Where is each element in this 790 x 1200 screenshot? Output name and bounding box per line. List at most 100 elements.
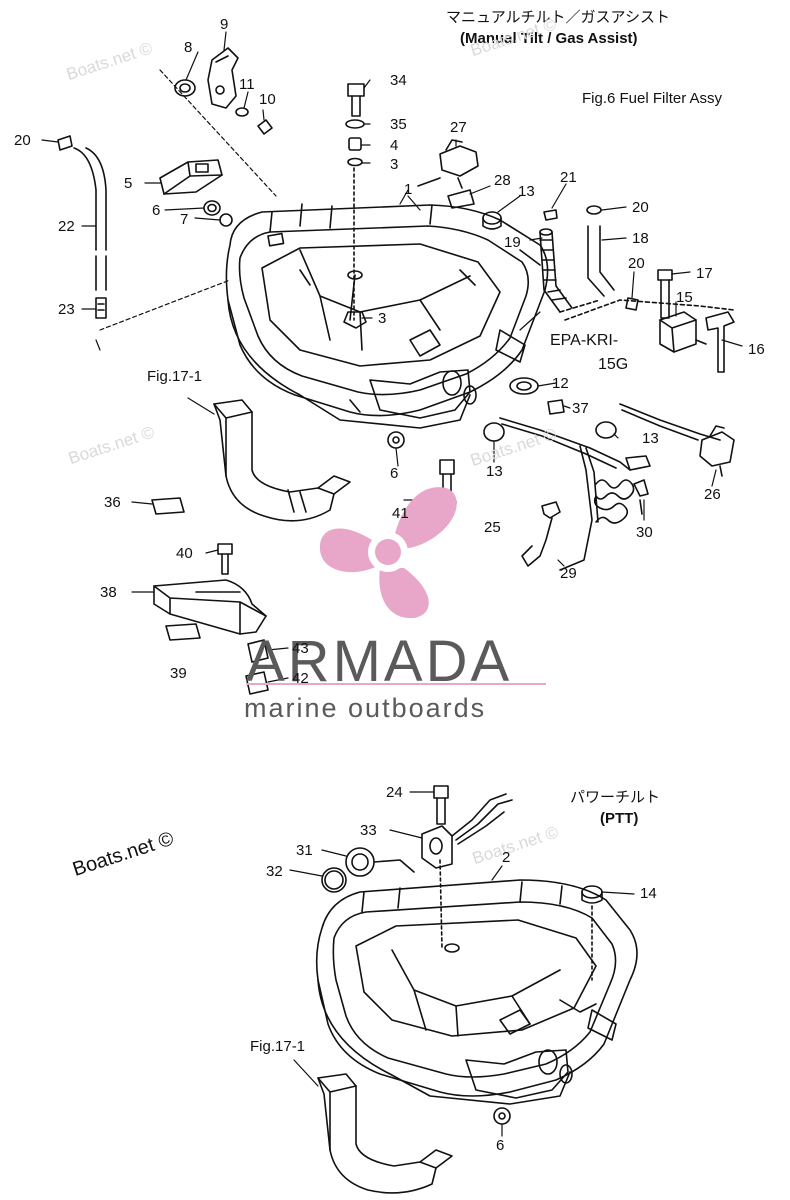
callout-42: 42 (292, 670, 309, 687)
tiller-arm-bottom (317, 1073, 453, 1194)
callout-40: 40 (176, 545, 193, 562)
part-6-7-bushings (203, 200, 233, 227)
part-39-decal (165, 623, 201, 641)
callout-5: 5 (124, 175, 133, 192)
part-35-washer (345, 119, 365, 129)
part-27-switch (417, 139, 479, 189)
part-38-handle (153, 579, 267, 635)
part-20-clamp-right (625, 297, 639, 311)
callout-9: 9 (220, 16, 229, 33)
bottom-cowling-ptt (315, 859, 638, 1105)
callout-22: 22 (58, 218, 75, 235)
callout-30: 30 (636, 524, 653, 541)
part-6-washer-top (387, 431, 405, 449)
callout-31: 31 (296, 842, 313, 859)
callout-8: 8 (184, 39, 193, 56)
part-32-clamp (321, 867, 347, 893)
bottom-cowling-manual (225, 203, 549, 429)
part-5-lever (159, 159, 223, 195)
callout-36: 36 (104, 494, 121, 511)
callout-39: 39 (170, 665, 187, 682)
callout-13-right: 13 (642, 430, 659, 447)
callout-20-lower: 20 (628, 255, 645, 272)
callout-26: 26 (704, 486, 721, 503)
callout-1: 1 (404, 181, 413, 198)
callout-4: 4 (390, 137, 399, 154)
callout-37: 37 (572, 400, 589, 417)
callout-18: 18 (632, 230, 649, 247)
epa-label-line1: EPA-KRI- (550, 332, 619, 349)
part-4-collar (348, 137, 362, 151)
part-12-grommet (509, 377, 539, 395)
part-16-bracket (705, 311, 735, 373)
fig17-1-bottom-label: Fig.17-1 (250, 1038, 306, 1055)
callout-19: 19 (504, 234, 521, 251)
ptt-en-title: (PTT) (600, 810, 639, 827)
part-26-harness (619, 403, 735, 477)
part-13-plug-right (595, 421, 617, 439)
part-3-grommet-top (347, 157, 363, 167)
part-10-11-bolts (235, 107, 273, 135)
part-19-fuel-hose (539, 228, 573, 313)
part-42-cap (245, 671, 269, 695)
callout-33: 33 (360, 822, 377, 839)
part-31-grommet (345, 847, 415, 877)
callout-15: 15 (676, 289, 693, 306)
callout-34: 34 (390, 72, 407, 89)
tiller-arm-top (213, 399, 351, 522)
callout-41: 41 (392, 505, 409, 522)
callout-38: 38 (100, 584, 117, 601)
part-24-bolt (433, 785, 449, 825)
callout-6-middle: 6 (390, 465, 399, 482)
callout-32: 32 (266, 863, 283, 880)
part-33-bracket (421, 793, 513, 869)
part-40-screw (217, 543, 233, 575)
fig17-1-top-label: Fig.17-1 (147, 368, 203, 385)
part-14-grommet (581, 885, 603, 981)
part-21-clamp (543, 209, 558, 221)
part-43-cap (247, 639, 269, 663)
callout-16: 16 (748, 341, 765, 358)
part-13-plug-bottom (483, 422, 505, 442)
part-6-washer-bottom (493, 1107, 511, 1125)
callout-43: 43 (292, 640, 309, 657)
leader-lines (41, 31, 743, 1137)
part-22-hose (57, 135, 107, 291)
part-23-joint (95, 297, 107, 319)
callout-3-bottom: 3 (378, 310, 387, 327)
callout-21: 21 (560, 169, 577, 186)
callout-25: 25 (484, 519, 501, 536)
part-30-coil-cord (593, 479, 649, 524)
callout-10: 10 (259, 91, 276, 108)
armada-logo-icon (246, 487, 546, 685)
part-3-grommet-bottom (343, 311, 367, 329)
callout-28: 28 (494, 172, 511, 189)
part-28-plate (447, 189, 475, 209)
part-17-bolt (657, 269, 673, 319)
callout-13-top: 13 (518, 183, 535, 200)
part-8-grommet (174, 79, 196, 97)
part-9-bracket (207, 47, 239, 109)
part-13-plug-top (482, 211, 502, 230)
ptt-jp-title: パワーチルト (570, 788, 661, 806)
part-37-pad (547, 399, 565, 415)
callout-23: 23 (58, 301, 75, 318)
callout-35: 35 (390, 116, 407, 133)
part-18-hose (586, 205, 615, 297)
callout-11: 11 (239, 76, 255, 93)
fig6-label: Fig.6 Fuel Filter Assy (582, 90, 723, 107)
epa-label-line2: 15G (598, 356, 629, 373)
part-34-bolt (347, 83, 365, 117)
callout-3-top: 3 (390, 156, 399, 173)
manual-tilt-jp-title: マニュアルチルト／ガスアシスト (446, 8, 670, 26)
callout-6-bottom: 6 (496, 1137, 505, 1154)
callout-6-top: 6 (152, 202, 161, 219)
callout-14: 14 (640, 885, 657, 902)
manual-tilt-en-title: (Manual Tilt / Gas Assist) (460, 30, 638, 47)
callout-29: 29 (560, 565, 577, 582)
callout-27: 27 (450, 119, 467, 136)
callout-2: 2 (502, 849, 511, 866)
callout-12: 12 (552, 375, 569, 392)
